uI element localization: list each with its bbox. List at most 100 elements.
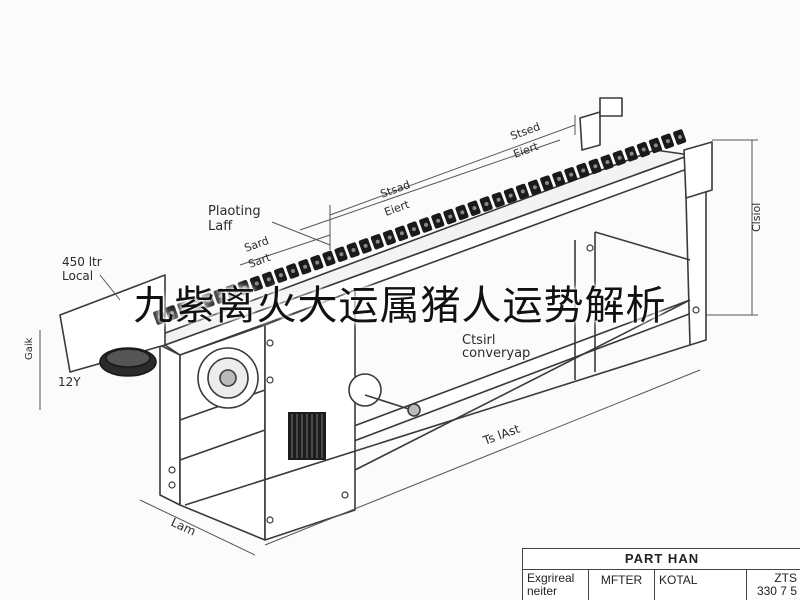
chain-link [177, 300, 191, 317]
parts-table-title: PART HAN [523, 549, 800, 570]
leader-plotting [271, 221, 331, 246]
chain-link [334, 246, 348, 262]
crank-wheel [348, 373, 382, 407]
chain-link [443, 208, 457, 225]
chain-link [286, 263, 300, 279]
chain-link [624, 146, 638, 162]
chain-link [612, 150, 626, 166]
bolt [341, 491, 349, 499]
dim-bottom-length [264, 369, 701, 546]
frame-bolts [168, 244, 700, 524]
dimension-lines [39, 115, 758, 556]
label-left-dim-2: 12Y [58, 375, 81, 389]
dim-line-mid [299, 139, 561, 231]
parts-table-cell: MFTER [589, 570, 655, 600]
tail-pulley [99, 347, 157, 377]
chain-link [358, 238, 372, 254]
chain-link [298, 259, 312, 275]
mid-stringer [354, 299, 691, 471]
chain-link [540, 175, 554, 191]
bolt [168, 481, 176, 489]
bolt [168, 466, 176, 474]
tail-arm [59, 274, 166, 373]
chain-link [491, 192, 505, 208]
chain-link [261, 271, 276, 288]
label-dim-mid-2: Eiert [383, 198, 412, 219]
chain-link [600, 154, 614, 170]
chain-link [322, 250, 336, 267]
chain-link [648, 137, 663, 154]
chain-link [673, 129, 687, 145]
chain-link [370, 233, 384, 250]
chain-link [201, 292, 215, 309]
chain-link [213, 288, 227, 304]
chain-link [225, 284, 239, 300]
label-dim-top-2: Eiert [512, 140, 541, 161]
chain-link [455, 204, 469, 221]
chain-link [274, 267, 288, 283]
chain-link [467, 200, 481, 216]
chain-link [552, 171, 566, 187]
chain-link [346, 242, 360, 258]
chain-link [237, 280, 251, 296]
chain-link [407, 221, 421, 237]
parts-table-cell: KOTAL [655, 570, 747, 600]
back-brace [594, 231, 691, 261]
label-dim-low-2: Sart [247, 251, 273, 271]
overlay-title: 九紫离火大运属猪人运势解析 [133, 283, 667, 329]
bolt [266, 376, 274, 384]
label-base-dim: Lam [169, 515, 198, 539]
inner-crossbar-2 [179, 429, 266, 461]
motor-hub [219, 369, 237, 387]
chain-link [431, 213, 445, 229]
base-stringer [184, 344, 691, 506]
chain-link [515, 183, 529, 200]
chain-link [528, 179, 542, 196]
chain-link [588, 158, 602, 175]
chain-link [479, 196, 493, 212]
bolt [692, 306, 700, 314]
chain-link [576, 162, 590, 179]
bolt [586, 244, 594, 252]
chain-link [165, 305, 179, 321]
chain-link [564, 167, 578, 183]
dim-line-low [239, 234, 331, 266]
conveyor-frame [59, 97, 713, 541]
label-right-height: Clsiol [750, 203, 763, 232]
bolt [266, 339, 274, 347]
tail-pulley-face [105, 348, 151, 368]
chain-link [189, 296, 203, 313]
hand-crank [348, 373, 421, 417]
left-leg-front [159, 344, 181, 506]
dim-base [139, 499, 256, 556]
crank-knob [407, 403, 421, 417]
chain-link [382, 229, 396, 246]
tension-block [599, 97, 623, 117]
vent-grille [288, 412, 326, 460]
crank-arm [364, 394, 413, 411]
dim-line-top [329, 124, 576, 216]
chain-link [661, 133, 675, 149]
chain-link [249, 275, 263, 292]
bolt [266, 516, 274, 524]
chain-link [394, 225, 409, 242]
drive-motor [197, 347, 259, 409]
label-left-dim-1: Gaik [24, 337, 35, 360]
chain-link [153, 309, 167, 325]
chain-link [419, 217, 433, 233]
chain-link [310, 254, 324, 271]
tension-bracket [579, 111, 601, 151]
conveyor-chain [153, 129, 687, 325]
right-end-plate [683, 141, 713, 199]
leader-left-note [99, 274, 121, 301]
chain-link [503, 187, 517, 204]
